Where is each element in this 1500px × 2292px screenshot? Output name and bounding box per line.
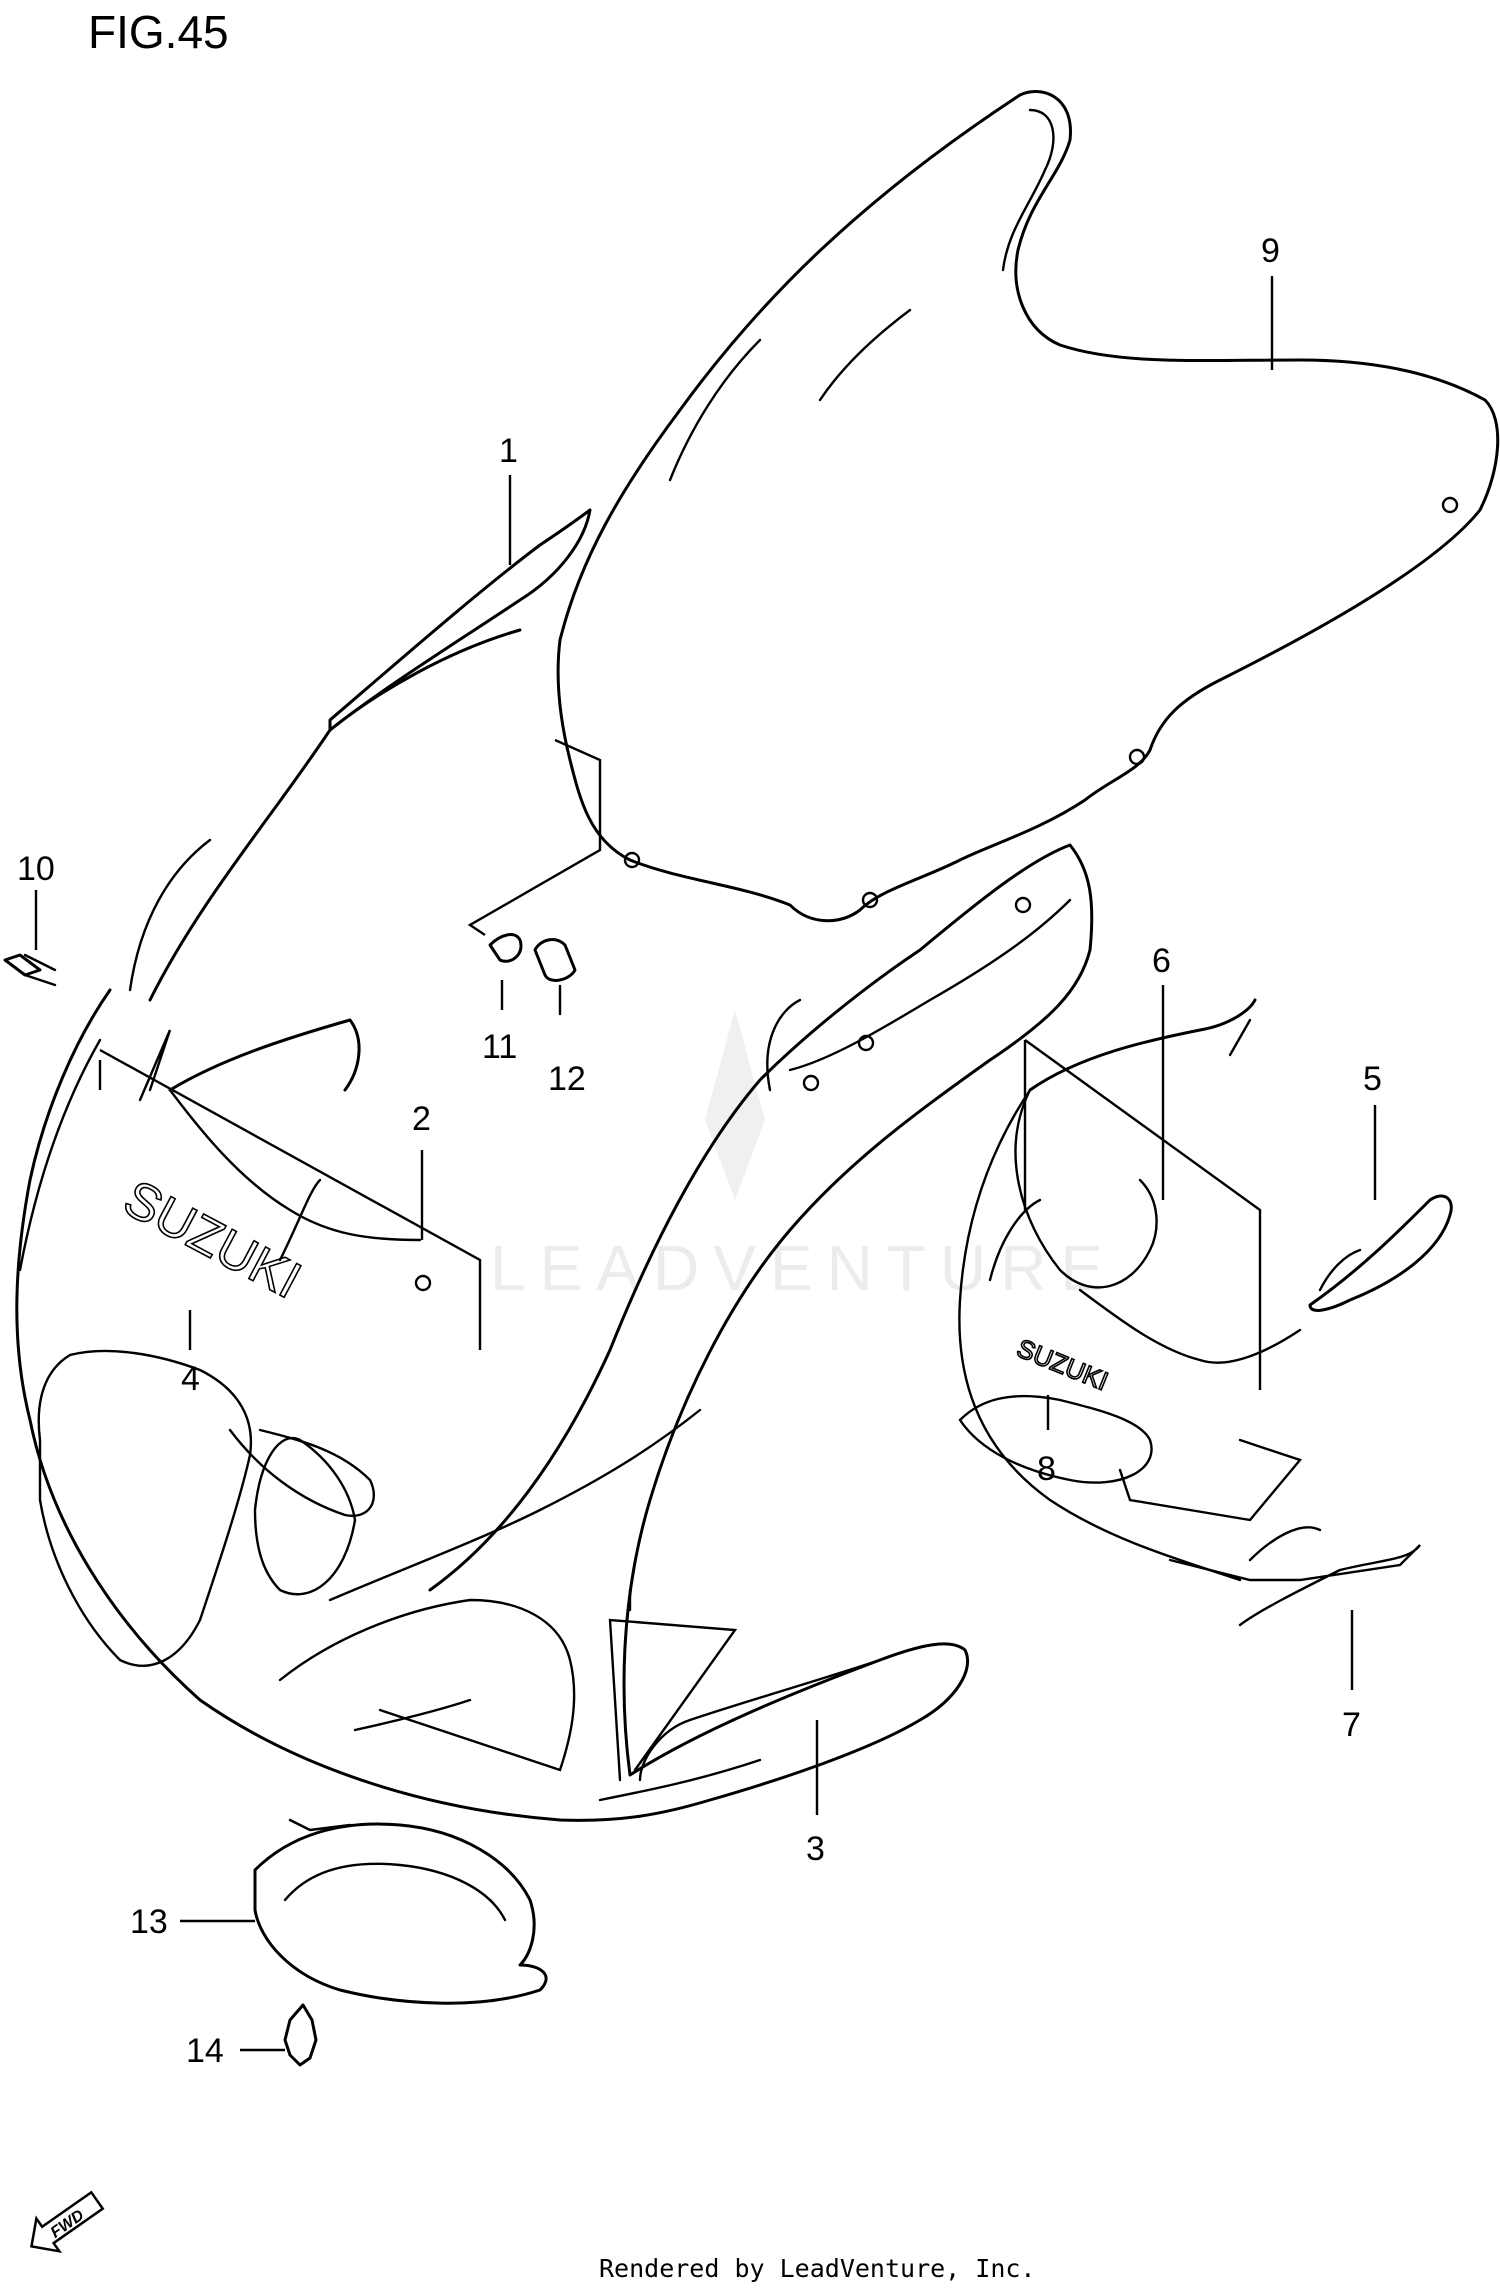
upper-trim-part-1 [328,508,592,732]
callout-7: 7 [1342,1706,1361,1744]
callout-11: 11 [482,1028,517,1066]
footer-credit: Rendered by LeadVenture, Inc. [599,2254,1036,2283]
suzuki-decal-part-8: SUZUKI [1012,1332,1113,1397]
lower-trim-part-5 [1228,1018,1453,1312]
callout-4: 4 [181,1360,200,1398]
grommet-part-12 [533,938,577,982]
windscreen-part-9 [556,90,1500,923]
callout-10: 10 [17,850,55,888]
leader-lines [34,276,1377,2052]
lower-panel-part-6 [958,998,1421,1627]
callout-13: 13 [130,1903,168,1941]
fastener-part-14 [283,2003,318,2067]
callout-5: 5 [1363,1060,1382,1098]
watermark-text: LEADVENTURE [490,1232,1117,1304]
screw-part-10 [3,953,57,987]
suzuki-decal-part-4: SUZUKI [114,1169,311,1311]
headlight-trim-part-13 [253,1818,548,2005]
callout-labels: 1 2 3 4 5 6 7 8 9 10 11 12 13 14 [17,232,1382,2070]
suzuki-logo-inner: SUZUKI [1013,1333,1113,1397]
fwd-arrow-icon: FWD [30,2190,105,2254]
watermark: LEADVENTURE [490,1010,1117,1304]
callout-12: 12 [548,1060,586,1098]
suzuki-logo-main: SUZUKI [114,1169,310,1310]
figure-title: FIG.45 [88,6,229,58]
callout-14: 14 [186,2032,224,2070]
upper-cowling-part-3 [15,628,1094,1822]
inner-panel-part-2 [168,1018,422,1262]
callout-9: 9 [1261,232,1280,270]
callout-6: 6 [1152,942,1171,980]
callout-3: 3 [806,1830,825,1868]
clip-part-11 [488,933,523,963]
callout-2: 2 [412,1100,431,1138]
callout-8: 8 [1037,1450,1056,1488]
callout-1: 1 [499,432,518,470]
